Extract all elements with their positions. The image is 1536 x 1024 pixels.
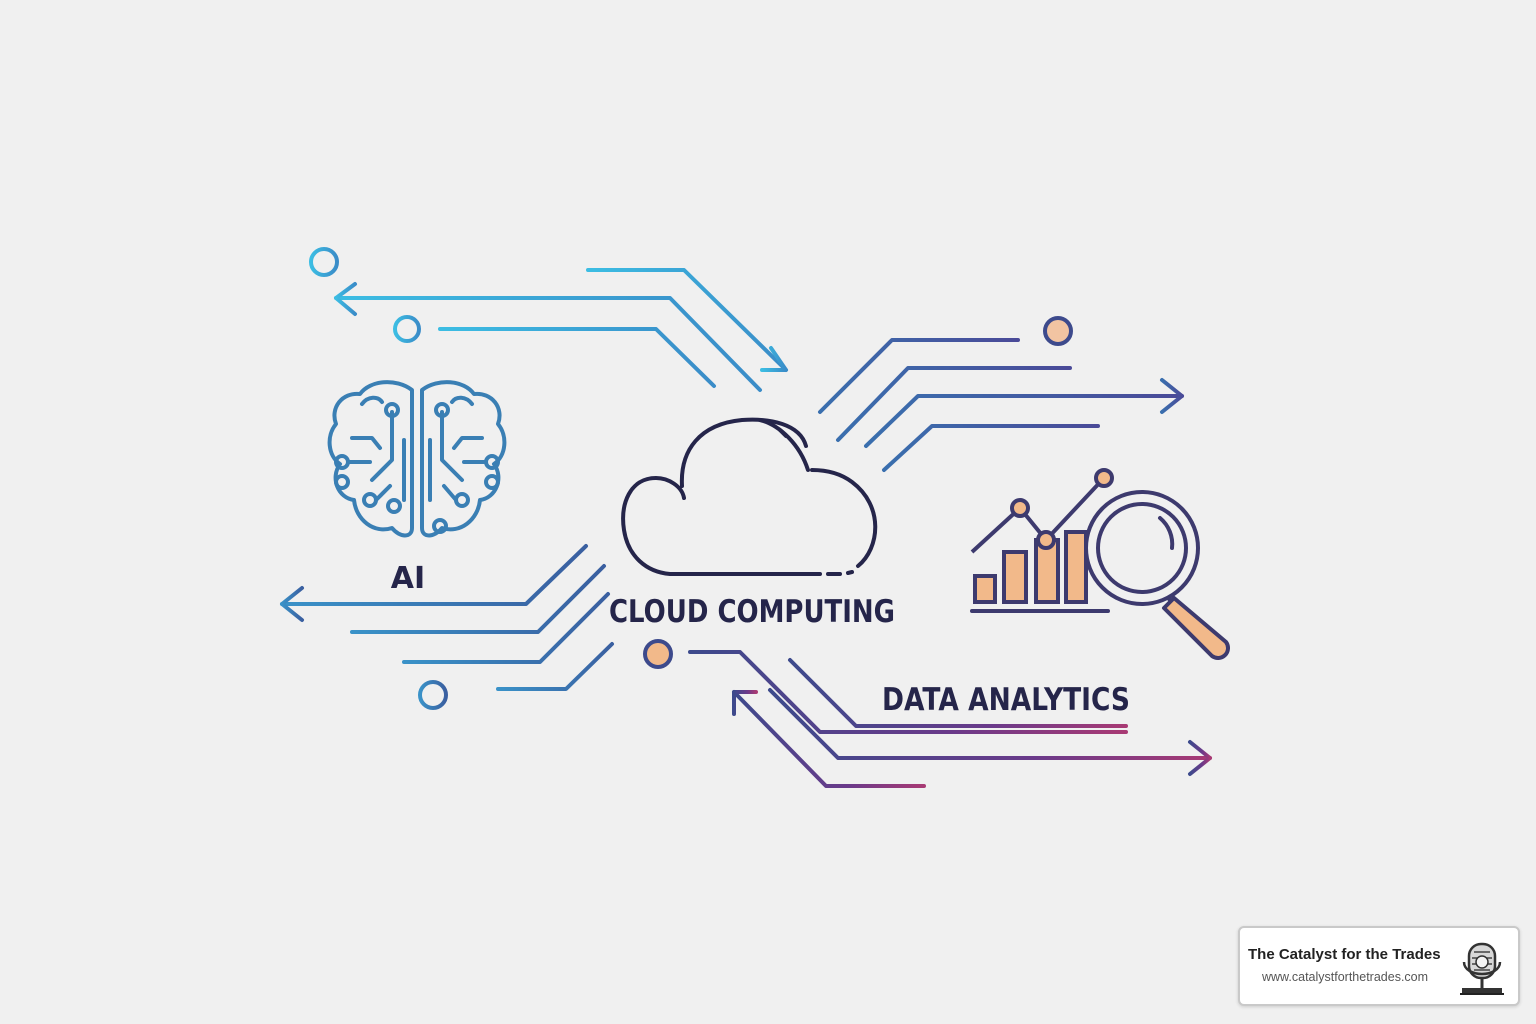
label-ai: AI: [391, 561, 425, 596]
connector-line: [402, 592, 610, 664]
node-dot: [309, 247, 339, 277]
trend-line: [970, 476, 1106, 554]
magnifier-handle: [1162, 596, 1230, 660]
node-dot-orange: [1043, 316, 1073, 346]
flow-lines-left-bottom: [280, 544, 614, 710]
connector-line: [496, 642, 614, 691]
arrow-head-icon: [1188, 740, 1212, 776]
cloud-icon: [621, 417, 878, 576]
arrow-head-icon: [732, 690, 758, 716]
chart-bar: [1064, 530, 1088, 604]
connector-line: [350, 564, 606, 634]
chart-bar: [1002, 550, 1028, 604]
chart-bar: [973, 574, 997, 604]
connector-line: [882, 424, 1100, 472]
flow-lines-top-right: [818, 338, 1184, 472]
trend-point: [1094, 468, 1114, 488]
connector-line: [788, 658, 1128, 728]
arrow-head-icon: [280, 586, 304, 622]
brand-card[interactable]: The Catalyst for the Trades www.catalyst…: [1238, 926, 1520, 1006]
connector-line: [768, 688, 1212, 760]
connector-line: [688, 650, 1128, 734]
connector-line: [438, 327, 716, 388]
flow-lines-top-left: [309, 247, 788, 392]
connector-line: [818, 338, 1020, 414]
flow-lines-bottom-right: [688, 650, 1212, 788]
arrow-head-icon: [760, 346, 788, 372]
vintage-microphone-icon: [1460, 942, 1504, 995]
label-cloud-computing: CLOUD COMPUTING: [609, 594, 895, 630]
connector-line: [280, 544, 588, 606]
label-data-analytics: DATA ANALYTICS: [882, 682, 1130, 718]
connector-line: [836, 366, 1072, 442]
arrow-head-icon: [1160, 378, 1184, 414]
connector-line: [864, 394, 1184, 448]
node-dot-orange: [643, 639, 673, 669]
node-dot: [393, 315, 421, 343]
connector-line: [732, 690, 926, 788]
brand-name: The Catalyst for the Trades: [1248, 946, 1441, 963]
brand-url: www.catalystforthetrades.com: [1262, 970, 1429, 984]
node-dot: [418, 680, 448, 710]
brain-circuit-icon: [327, 380, 507, 538]
bar-chart-magnifier-icon: [970, 468, 1230, 660]
connector-line: [334, 296, 762, 392]
magnifier-glint: [1158, 516, 1175, 550]
arrow-head-icon: [334, 282, 357, 316]
trend-point: [1010, 498, 1030, 518]
connector-line: [586, 268, 788, 372]
magnifier-lens-outer: [1084, 490, 1200, 606]
magnifier-lens-inner: [1096, 502, 1188, 594]
trend-point: [1036, 530, 1056, 550]
